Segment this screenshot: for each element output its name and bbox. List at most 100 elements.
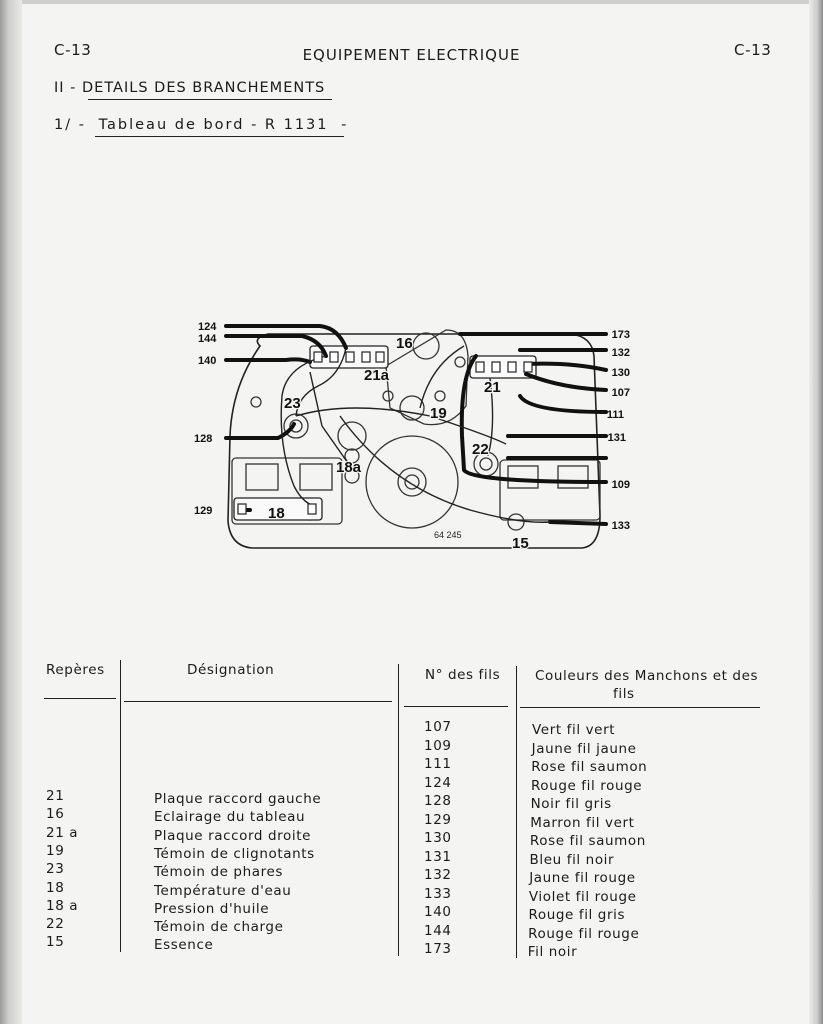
wire-color: Marron fil vert — [530, 814, 635, 831]
component-label-15: 15 — [512, 535, 529, 552]
connector-terminals — [237, 351, 533, 515]
wire-number: 144 — [424, 922, 452, 939]
subsection-suffix: - — [341, 117, 349, 133]
wire-color: Fil noir — [527, 944, 578, 960]
page-code-left: C-13 — [54, 41, 92, 59]
wire-label-173: 173 — [612, 329, 630, 341]
column-header-fils: N° des fils — [425, 667, 501, 683]
page-top-edge — [0, 0, 823, 4]
component-designation: Essence — [154, 937, 214, 954]
section-heading: II - DETAILS DES BRANCHEMENTS — [54, 80, 325, 96]
page-code-right: C-13 — [734, 41, 772, 59]
wire-label-111: 111 — [607, 409, 624, 421]
wire-number: 140 — [424, 904, 452, 920]
column-header-reperes: Repères — [46, 662, 105, 678]
header-rule-designation — [124, 701, 392, 703]
wire-label-140: 140 — [198, 355, 216, 367]
component-repere: 22 — [46, 916, 65, 933]
component-label-22: 22 — [472, 441, 489, 458]
page-title: EQUIPEMENT ELECTRIQUE — [302, 46, 521, 64]
wire-label-129: 129 — [194, 505, 212, 517]
component-repere: 19 — [46, 842, 65, 859]
component-label-18a: 18a — [336, 459, 362, 476]
component-repere: 16 — [46, 806, 65, 823]
section-heading-text: II - DETAILS DES BRANCHEMENTS — [54, 80, 326, 96]
component-label-19: 19 — [430, 405, 447, 422]
dashboard-wiring-diagram: 124 144 140 128 129 173 132 130 107 111 … — [194, 321, 630, 554]
wire-number: 132 — [424, 867, 452, 883]
wire-color: Bleu fil noir — [529, 851, 615, 868]
component-repere: 18 — [46, 879, 65, 896]
wire-color: Rouge fil rouge — [528, 925, 640, 942]
wire-label-107: 107 — [612, 387, 630, 399]
subsection-heading: 1/ - Tableau de bord - R 1131 - — [54, 117, 348, 133]
thin-wires — [280, 345, 551, 523]
component-label-18: 18 — [268, 505, 285, 522]
column-header-couleurs-line1: Couleurs des Manchons et des — [535, 668, 759, 684]
component-repere: 23 — [46, 861, 65, 878]
wire-color: Noir fil gris — [530, 796, 612, 812]
wire-color: Rose fil saumon — [531, 759, 648, 775]
section-underline — [88, 99, 332, 101]
book-spine — [0, 0, 22, 1024]
column-header-couleurs-line2: fils — [613, 686, 635, 702]
wire-color: Rouge fil rouge — [530, 777, 643, 794]
component-repere: 18 a — [46, 897, 79, 914]
wire-number: 111 — [424, 756, 452, 772]
component-designation: Eclairage du tableau — [154, 809, 306, 826]
wire-number: 130 — [424, 830, 452, 846]
component-designation: Plaque raccord droite — [154, 827, 312, 844]
wire-color: Vert fil vert — [532, 722, 616, 738]
component-designation: Témoin de phares — [154, 864, 284, 881]
wire-color: Jaune fil jaune — [531, 740, 637, 757]
component-label-23: 23 — [284, 395, 301, 412]
component-labels: 16 21a 23 19 21 22 18a 18 15 — [267, 334, 530, 554]
column-separator-1 — [120, 660, 122, 952]
wire-number: 129 — [424, 811, 452, 828]
wire-number: 131 — [424, 848, 452, 865]
component-repere: 15 — [46, 934, 65, 951]
wire-number: 173 — [424, 941, 452, 957]
component-repere: 21 a — [46, 824, 79, 841]
wire-label-128: 128 — [194, 433, 212, 445]
component-designation: Température d'eau — [154, 882, 292, 899]
wire-color: Violet fil rouge — [528, 888, 637, 905]
diagram-reference-number: 64 245 — [434, 530, 462, 540]
wire-bundle — [224, 324, 608, 526]
wire-number: 109 — [424, 737, 452, 754]
component-label-16: 16 — [396, 335, 413, 352]
left-wire-labels: 124 144 140 128 129 — [194, 321, 217, 517]
component-designation: Plaque raccord gauche — [154, 791, 322, 807]
wire-label-109: 109 — [612, 479, 630, 491]
component-designation: Pression d'huile — [154, 900, 270, 917]
subsection-title: Tableau de bord - R 1131 — [98, 117, 329, 133]
wire-label-131: 131 — [608, 432, 626, 444]
wire-color: Rose fil saumon — [529, 833, 646, 849]
wire-label-124: 124 — [198, 321, 217, 333]
wire-number: 128 — [424, 793, 452, 809]
right-wire-labels: 173 132 130 107 111 131 109 133 — [607, 329, 630, 532]
wire-number: 133 — [424, 885, 452, 902]
column-separator-3 — [516, 666, 518, 958]
wire-color: Jaune fil rouge — [529, 870, 636, 886]
wire-label-133: 133 — [612, 520, 630, 532]
wire-label-144: 144 — [198, 333, 217, 345]
component-repere: 21 — [46, 788, 65, 804]
component-designation: Témoin de charge — [154, 919, 284, 936]
wire-label-130: 130 — [612, 367, 630, 379]
wire-number: 124 — [424, 774, 452, 791]
column-separator-2 — [398, 664, 400, 956]
component-label-21a: 21a — [364, 367, 390, 384]
wire-color: Rouge fil gris — [528, 907, 626, 923]
wire-label-132: 132 — [612, 347, 630, 359]
header-rule-fils — [404, 706, 508, 708]
subsection-underline — [95, 136, 344, 138]
component-label-21: 21 — [484, 379, 501, 396]
wire-number: 107 — [424, 719, 452, 735]
header-rule-reperes — [44, 698, 116, 700]
column-header-designation: Désignation — [187, 662, 275, 678]
header-rule-couleurs — [520, 707, 760, 709]
subsection-prefix: 1/ - — [54, 117, 86, 133]
component-designation: Témoin de clignotants — [154, 845, 315, 862]
page-right-edge — [809, 0, 823, 1024]
